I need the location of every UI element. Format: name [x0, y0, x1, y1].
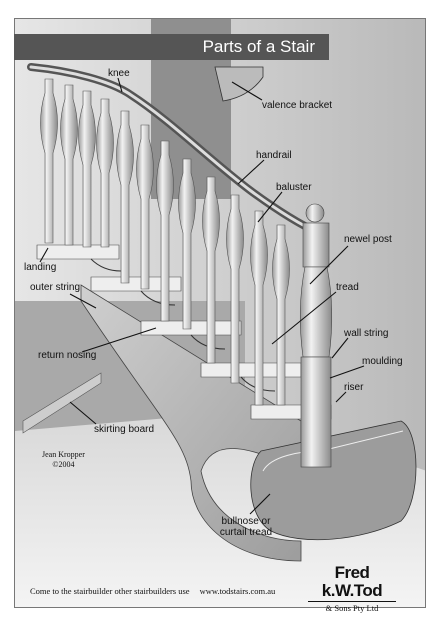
leader-riser: [335, 391, 347, 403]
leader-wall-string: [331, 337, 349, 359]
brand-divider: [308, 601, 396, 602]
leader-moulding: [329, 365, 365, 379]
leader-landing: [39, 247, 49, 263]
label-wall-string: wall string: [344, 328, 389, 339]
label-return-nosing: return nosing: [38, 350, 97, 361]
leader-bullnose: [249, 493, 271, 515]
leader-return-nosing: [81, 327, 157, 353]
label-bullnose-line2: curtail tread: [219, 527, 273, 538]
footer: Come to the stairbuilder other stairbuil…: [30, 586, 275, 596]
label-bullnose-line1: bullnose or: [221, 516, 271, 527]
label-valence-bracket: valence bracket: [262, 100, 333, 111]
page-title: Parts of a Stair: [14, 34, 329, 60]
label-knee: knee: [108, 68, 130, 79]
credit-year: ©2004: [52, 460, 75, 469]
label-baluster: baluster: [276, 182, 312, 193]
diagram-frame: [14, 18, 426, 608]
label-tread: tread: [336, 282, 359, 293]
label-bullnose: bullnose or curtail tread: [216, 516, 276, 538]
leader-baluster: [257, 191, 283, 223]
label-skirting-board: skirting board: [94, 424, 155, 435]
footer-url[interactable]: www.todstairs.com.au: [199, 586, 276, 596]
leader-knee: [117, 77, 123, 93]
label-handrail: handrail: [256, 150, 292, 161]
label-landing: landing: [24, 262, 57, 273]
label-riser: riser: [344, 382, 364, 393]
leader-valence-bracket: [231, 81, 263, 101]
leader-newel-post: [309, 245, 349, 285]
label-moulding: moulding: [362, 356, 403, 367]
author-credit: Jean Kropper ©2004: [42, 450, 85, 470]
label-newel-post: newel post: [344, 234, 392, 245]
credit-author: Jean Kropper: [42, 450, 85, 459]
brand-logo: Fred k.W.Tod & Sons Pty Ltd: [304, 564, 400, 613]
footer-tagline: Come to the stairbuilder other stairbuil…: [30, 586, 190, 596]
leader-outer-string: [69, 293, 97, 309]
brand-subtitle: & Sons Pty Ltd: [325, 603, 379, 613]
leader-skirting-board: [69, 401, 97, 425]
brand-name: Fred k.W.Tod: [321, 563, 383, 600]
staircase-illustration: [15, 19, 425, 607]
leader-tread: [271, 291, 337, 345]
leader-handrail: [237, 159, 265, 185]
label-outer-string: outer string: [30, 282, 81, 293]
